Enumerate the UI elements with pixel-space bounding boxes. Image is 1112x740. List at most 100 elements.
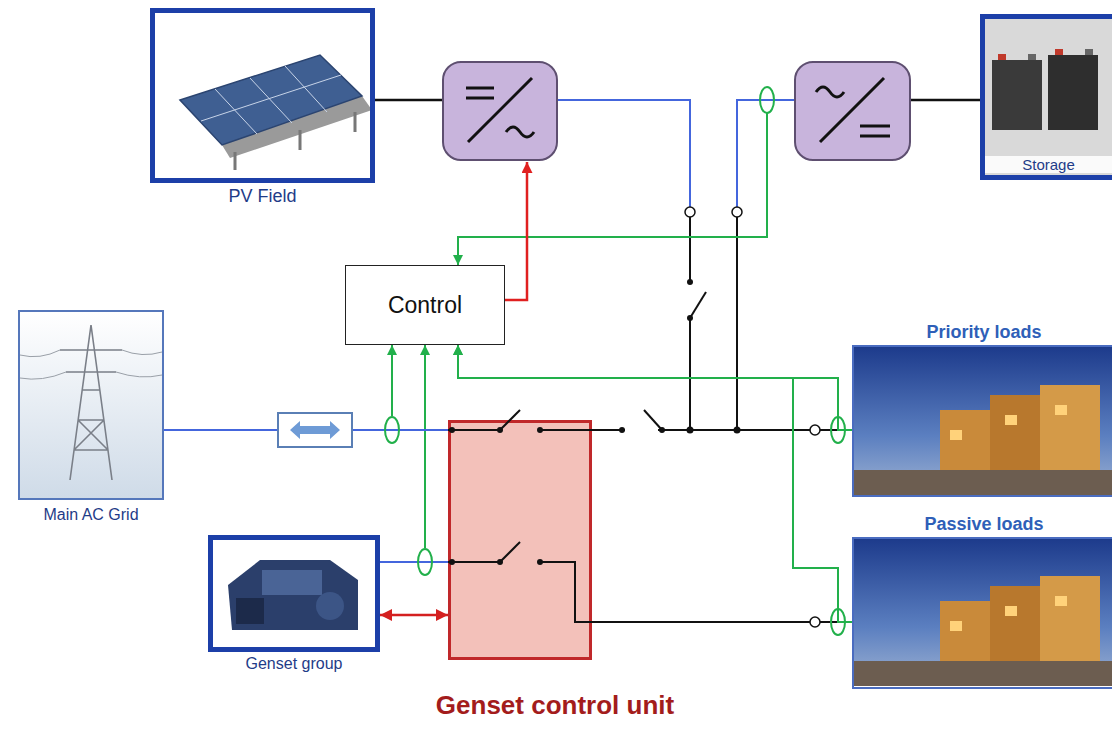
- terminal: [732, 207, 742, 217]
- current-sensor: [418, 549, 432, 575]
- node-label: Storage: [985, 156, 1112, 173]
- converter-box: [443, 62, 557, 160]
- street: [854, 470, 1112, 495]
- pv-field-box: PV Field: [150, 8, 375, 183]
- dc-wire: [910, 99, 980, 102]
- converter-slash: [468, 78, 532, 142]
- load-box: Priority loads: [852, 345, 1112, 497]
- engine-part: [236, 598, 264, 624]
- loads-ground: [854, 539, 1112, 686]
- battery-cell: [992, 60, 1042, 130]
- double-arrow: [290, 421, 340, 439]
- transfer-switch: [448, 410, 592, 433]
- switch-contact: [687, 315, 693, 321]
- bidirectional-meter: [278, 413, 352, 447]
- engine-part: [262, 570, 322, 595]
- bus-wire: [689, 318, 691, 430]
- houses-illustration: [854, 539, 1112, 686]
- switch-contact: [537, 427, 543, 433]
- switch-wire: [448, 429, 500, 431]
- building: [1040, 385, 1100, 470]
- ac-dc-converter: [795, 62, 910, 160]
- load-box: Passive loads: [852, 537, 1112, 689]
- meter-box: [278, 413, 352, 447]
- bus-switch: [619, 410, 665, 434]
- connector: [380, 614, 448, 617]
- building: [1040, 576, 1100, 661]
- converter-slash: [820, 78, 884, 142]
- battery-terminal: [998, 54, 1006, 60]
- bus-wire: [689, 217, 691, 282]
- ac-symbol: [506, 127, 534, 137]
- battery-illustration: [985, 19, 1112, 175]
- window: [950, 430, 962, 440]
- window: [1005, 415, 1017, 425]
- node-label: Genset control unit: [436, 691, 674, 721]
- dc-wire: [375, 99, 443, 102]
- switch-wire: [540, 562, 592, 622]
- window: [1055, 596, 1067, 606]
- window: [1005, 606, 1017, 616]
- switch-contact: [449, 559, 455, 565]
- pv-grid: [201, 66, 341, 134]
- measurement-line: [424, 345, 426, 548]
- grid-ground: [20, 312, 162, 498]
- dc-symbol: [860, 126, 890, 136]
- building: [990, 395, 1045, 470]
- terminal: [685, 207, 695, 217]
- pv-ground: [155, 13, 370, 178]
- node-label: Priority loads: [926, 322, 1041, 343]
- transfer-switch: [448, 542, 592, 622]
- battery-ground: [985, 19, 1112, 175]
- dc-ac-converter: [443, 62, 557, 160]
- genset-box: Genset group: [208, 535, 380, 652]
- pylon-illustration: [20, 312, 162, 498]
- window: [950, 621, 962, 631]
- battery-terminal: [1085, 49, 1093, 55]
- node-label: Passive loads: [924, 514, 1043, 535]
- switch-blade: [690, 292, 706, 318]
- junction: [687, 427, 694, 434]
- switch-contact: [497, 559, 503, 565]
- switch-contact: [687, 279, 693, 285]
- loads-ground: [854, 347, 1112, 495]
- switch-blade: [644, 410, 662, 430]
- window: [1055, 405, 1067, 415]
- battery-cell: [1048, 55, 1098, 130]
- building: [990, 586, 1045, 661]
- node-label: Control: [388, 292, 462, 318]
- pv-modules: [180, 55, 362, 145]
- switch-wire: [448, 561, 500, 563]
- genset-control-box: Genset control unit: [448, 420, 592, 660]
- switch-contact: [497, 427, 503, 433]
- battery-terminal: [1028, 54, 1036, 60]
- pv-panel-illustration: [155, 13, 372, 178]
- grid-box: Main AC Grid: [18, 310, 164, 500]
- ac-symbol: [816, 87, 844, 97]
- battery-terminal: [1055, 49, 1063, 55]
- houses-illustration: [854, 347, 1112, 495]
- engine-part: [316, 592, 344, 620]
- converter-box: [795, 62, 910, 160]
- switch-contact: [619, 427, 625, 433]
- switch-contact: [449, 427, 455, 433]
- storage-box: Storage: [980, 14, 1112, 180]
- genset-ground: [213, 540, 375, 647]
- node-label: Genset group: [246, 655, 343, 673]
- bus-wire: [736, 217, 738, 430]
- ac-wire: [557, 100, 690, 207]
- current-sensor: [385, 417, 399, 443]
- current-sensor: [760, 87, 774, 113]
- measurement-line: [391, 345, 393, 416]
- power-cables: [20, 350, 162, 379]
- switch-gap: [625, 426, 658, 434]
- switch-blade: [500, 410, 520, 430]
- street: [854, 661, 1112, 686]
- junction: [734, 427, 741, 434]
- switch-contact: [537, 559, 543, 565]
- genset-wire: [380, 561, 448, 563]
- switch-wire: [540, 429, 592, 431]
- node-label: PV Field: [228, 186, 296, 207]
